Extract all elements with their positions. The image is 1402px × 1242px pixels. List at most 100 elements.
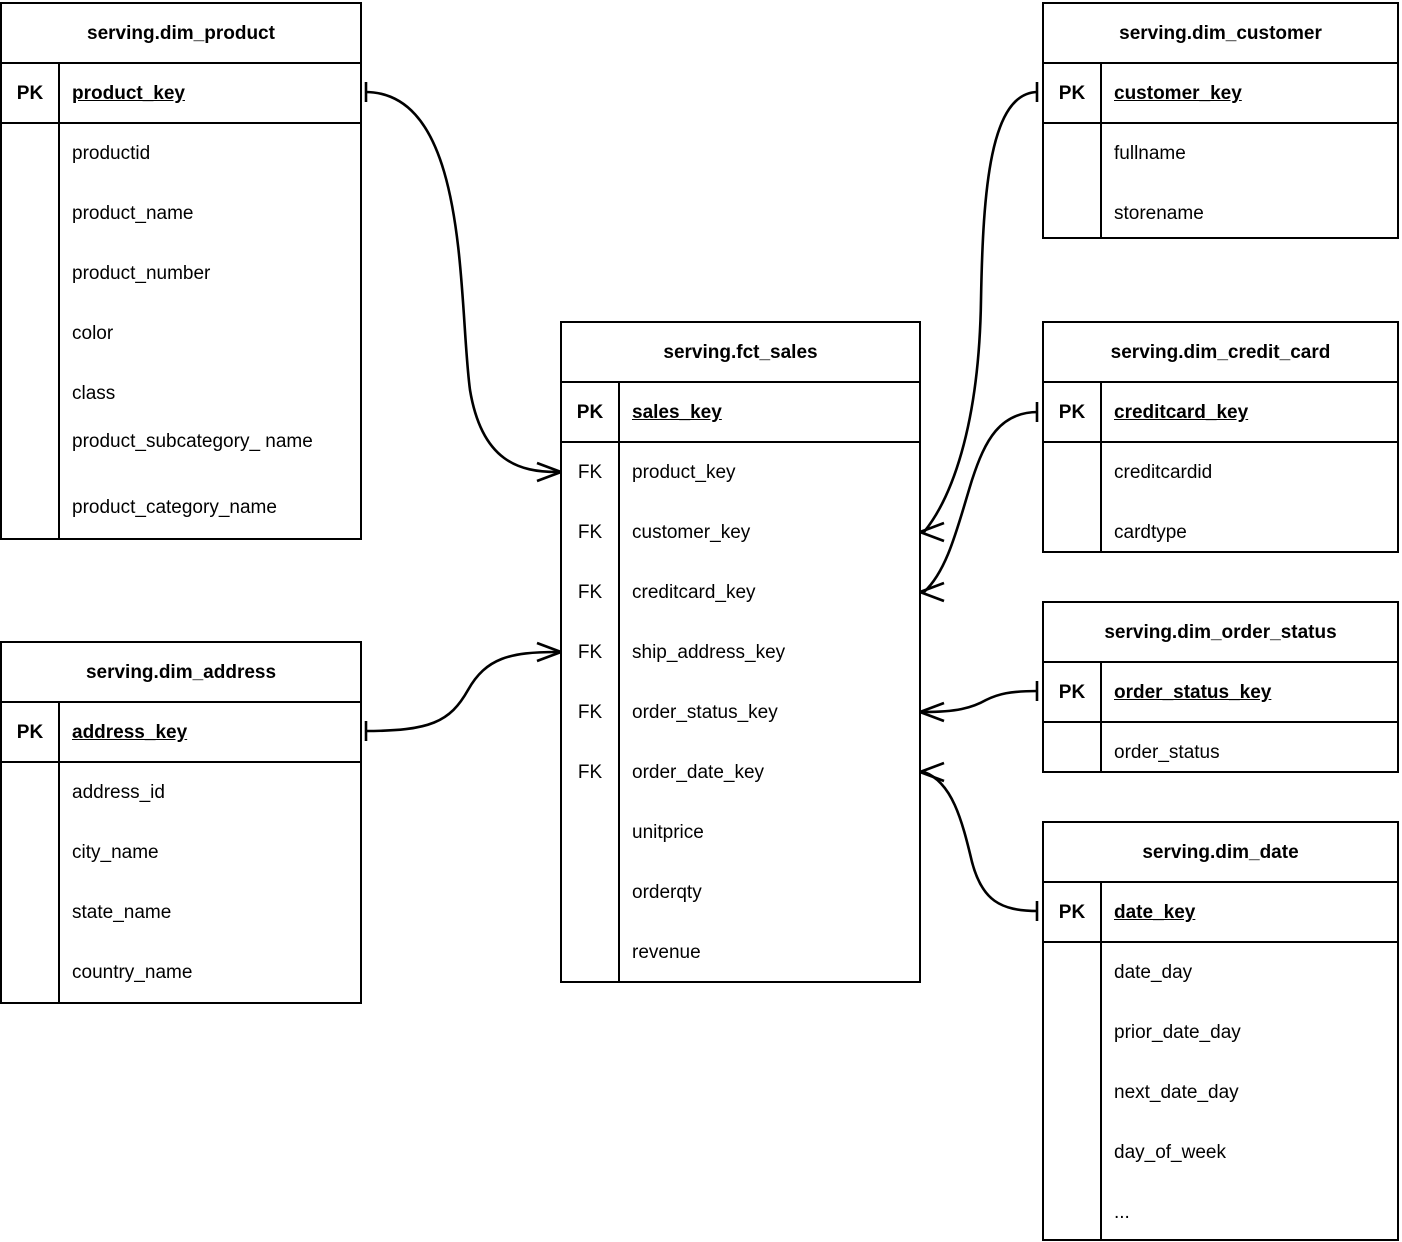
entity-body-fct-sales: FK FK FK FK FK FK product_key customer_k… [562, 443, 919, 981]
field-row: product_number [72, 263, 211, 284]
field-column: productid product_name product_number co… [60, 124, 360, 538]
entity-dim-date[interactable]: serving.dim_date PK date_key date_day pr… [1042, 821, 1399, 1241]
field-row: orderqty [632, 882, 702, 903]
field-row: state_name [72, 902, 172, 923]
field-column: order_status [1102, 723, 1397, 771]
field-name: customer_key [1114, 83, 1242, 104]
pk-name-cell: customer_key [1102, 64, 1397, 122]
field-row: product_name [72, 203, 194, 224]
field-row: day_of_week [1114, 1142, 1226, 1163]
field-row: customer_key [632, 522, 751, 543]
relationship-date [919, 761, 1039, 921]
fk-label: FK [577, 762, 603, 783]
field-row: city_name [72, 842, 159, 863]
pk-label: PK [576, 402, 604, 423]
pk-label: PK [16, 722, 44, 743]
entity-title-dim-date: serving.dim_date [1044, 823, 1397, 883]
entity-pk-row-dim-customer: PK customer_key [1044, 64, 1397, 124]
key-column [1044, 943, 1102, 1239]
entity-pk-row-dim-order-status: PK order_status_key [1044, 663, 1397, 723]
fk-label: FK [577, 642, 603, 663]
entity-dim-customer[interactable]: serving.dim_customer PK customer_key ful… [1042, 2, 1399, 239]
entity-dim-credit-card[interactable]: serving.dim_credit_card PK creditcard_ke… [1042, 321, 1399, 553]
field-column: address_id city_name state_name country_… [60, 763, 360, 1002]
entity-title-dim-product: serving.dim_product [2, 4, 360, 64]
entity-fct-sales[interactable]: serving.fct_sales PK sales_key FK FK FK … [560, 321, 921, 983]
field-row: productid [72, 143, 151, 164]
entity-body-dim-customer: fullname storename [1044, 124, 1397, 237]
field-row: order_status_key [632, 702, 778, 723]
pk-name-cell: sales_key [620, 383, 919, 441]
pk-badge-cell: PK [1044, 663, 1102, 721]
field-row: ship_address_key [632, 642, 786, 663]
crowsfoot-customer [919, 521, 945, 543]
crowsfoot-address [536, 641, 562, 663]
pk-label: PK [1058, 83, 1086, 104]
pk-label: PK [16, 83, 44, 104]
entity-dim-order-status[interactable]: serving.dim_order_status PK order_status… [1042, 601, 1399, 773]
field-column: product_key customer_key creditcard_key … [620, 443, 919, 981]
pk-name-cell: address_key [60, 703, 360, 761]
field-row: order_status [1114, 742, 1220, 763]
field-row: creditcard_key [632, 582, 756, 603]
entity-title-fct-sales: serving.fct_sales [562, 323, 919, 383]
field-column: fullname storename [1102, 124, 1397, 237]
crowsfoot-date [919, 761, 945, 783]
field-row: next_date_day [1114, 1082, 1239, 1103]
field-column: creditcardid cardtype [1102, 443, 1397, 551]
field-row: creditcardid [1114, 462, 1213, 483]
pk-badge-cell: PK [1044, 383, 1102, 441]
fk-label: FK [577, 462, 603, 483]
fk-label: FK [577, 522, 603, 543]
entity-dim-product[interactable]: serving.dim_product PK product_key produ… [0, 2, 362, 540]
pk-name-cell: order_status_key [1102, 663, 1397, 721]
entity-body-dim-date: date_day prior_date_day next_date_day da… [1044, 943, 1397, 1239]
field-row: product_category_name [72, 497, 277, 518]
field-row: cardtype [1114, 522, 1187, 543]
field-row: product_subcategory_ name [72, 431, 313, 452]
entity-pk-row-dim-address: PK address_key [2, 703, 360, 763]
pk-name-cell: creditcard_key [1102, 383, 1397, 441]
pk-name-cell: product_key [60, 64, 360, 122]
entity-pk-row-dim-date: PK date_key [1044, 883, 1397, 943]
field-name: sales_key [632, 402, 722, 423]
pk-badge-cell: PK [562, 383, 620, 441]
field-row: fullname [1114, 143, 1186, 164]
relationship-customer [919, 82, 1039, 543]
entity-title-dim-credit-card: serving.dim_credit_card [1044, 323, 1397, 383]
entity-body-dim-order-status: order_status [1044, 723, 1397, 771]
pk-badge-cell: PK [1044, 883, 1102, 941]
field-row: date_day [1114, 962, 1193, 983]
entity-body-dim-address: address_id city_name state_name country_… [2, 763, 360, 1002]
field-row: unitprice [632, 822, 704, 843]
fk-label: FK [577, 582, 603, 603]
relationship-product [364, 82, 562, 483]
field-row: revenue [632, 942, 701, 963]
pk-label: PK [1058, 682, 1086, 703]
field-name: order_status_key [1114, 682, 1272, 703]
fk-label: FK [577, 702, 603, 723]
entity-title-dim-address: serving.dim_address [2, 643, 360, 703]
crowsfoot-product [536, 461, 562, 483]
pk-label: PK [1058, 902, 1086, 923]
relationship-address [364, 641, 562, 741]
pk-name-cell: date_key [1102, 883, 1397, 941]
crowsfoot-order-status [919, 701, 945, 723]
field-column: date_day prior_date_day next_date_day da… [1102, 943, 1397, 1239]
entity-title-dim-customer: serving.dim_customer [1044, 4, 1397, 64]
pk-badge-cell: PK [1044, 64, 1102, 122]
pk-badge-cell: PK [2, 703, 60, 761]
field-name: address_key [72, 722, 188, 743]
crowsfoot-credit-card [919, 581, 945, 603]
pk-badge-cell: PK [2, 64, 60, 122]
key-column [1044, 723, 1102, 771]
key-column: FK FK FK FK FK FK [562, 443, 620, 981]
field-row: color [72, 323, 114, 344]
field-row: prior_date_day [1114, 1022, 1241, 1043]
key-column [1044, 124, 1102, 237]
entity-body-dim-product: productid product_name product_number co… [2, 124, 360, 538]
field-row: address_id [72, 782, 165, 803]
relationship-order-status [919, 681, 1039, 723]
relationship-credit-card [919, 402, 1039, 603]
entity-dim-address[interactable]: serving.dim_address PK address_key addre… [0, 641, 362, 1004]
